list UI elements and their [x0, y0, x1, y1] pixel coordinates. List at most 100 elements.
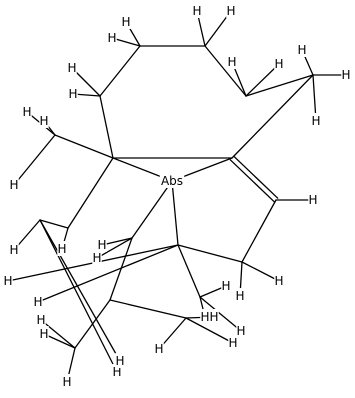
atom-label-background [226, 3, 236, 18]
atom-label-background [3, 273, 13, 288]
hydrogen-atom-label: H [235, 289, 244, 303]
hydrogen-atom-label: H [200, 310, 209, 324]
bond-C10-X1 [171, 180, 179, 246]
atom-label-background [209, 309, 219, 324]
bond-C14-H33 [39, 219, 118, 373]
hydrogen-atom-label: H [68, 87, 77, 101]
bond-C16-H23 [43, 333, 76, 349]
bond-layer [7, 10, 347, 383]
hydrogen-atom-label: H [39, 327, 48, 341]
atom-label-background [159, 173, 185, 188]
hydrogen-atom-label: H [192, 4, 201, 18]
hydrogen-atom-label: H [121, 15, 130, 29]
atom-label-background [92, 250, 102, 265]
hydrogen-atom-label: H [236, 324, 245, 338]
atom-label-background [221, 278, 231, 293]
bond-C11-H21 [101, 237, 133, 246]
hydrogen-atom-label: H [274, 57, 283, 71]
hydrogen-atom-label: H [3, 274, 12, 288]
atom-label-background [274, 273, 284, 288]
abs-atom-label: Abs [161, 174, 183, 188]
atom-label-background [57, 241, 67, 256]
atom-label-background [68, 86, 78, 101]
bond-C11-H20 [96, 237, 133, 259]
bond-C7-C13 [67, 157, 114, 229]
atom-label-background [341, 67, 351, 82]
bond-C7-C1 [99, 95, 114, 159]
bond-C8-C9 [241, 199, 277, 263]
bond-C6-C8 [233, 155, 279, 199]
bond-C3-C4 [204, 45, 247, 97]
hydrogen-atom-label: H [308, 193, 317, 207]
hydrogen-atom-label: H [107, 31, 116, 45]
bond-C1-C2 [99, 45, 141, 97]
atom-label-background [228, 335, 238, 350]
atom-label-background [154, 341, 164, 356]
bond-C15-C17 [109, 299, 187, 319]
atom-label-background [33, 294, 43, 309]
hydrogen-atom-label: H [209, 310, 218, 324]
bond-C12-H14 [13, 134, 56, 186]
hydrogen-atom-label: H [57, 242, 66, 256]
hydrogen-atom-label: H [154, 342, 163, 356]
atom-label-background [67, 60, 77, 75]
bond-C17-H27 [185, 317, 234, 344]
bond-C9-H18 [241, 261, 280, 282]
bond-C10-C18 [177, 244, 201, 298]
atom-label-background [274, 56, 284, 71]
atom-label-background [39, 113, 49, 128]
atom-label-background [192, 3, 202, 18]
hydrogen-atom-label: H [311, 114, 320, 128]
hydrogen-atom-label: H [33, 295, 42, 309]
atom-label-background [9, 177, 19, 192]
bond-C16-H22 [40, 319, 76, 349]
atom-label-background [121, 14, 131, 29]
atom-label-background [115, 353, 125, 368]
bond-C10-H32 [37, 244, 179, 303]
hydrogen-atom-label: H [226, 4, 235, 18]
hydrogen-atom-label: H [36, 313, 45, 327]
hydrogen-atom-label: H [274, 274, 283, 288]
atom-label-background [9, 242, 19, 257]
atom-label-background [22, 104, 32, 119]
atom-label-background [39, 326, 49, 341]
atom-label-background [112, 364, 122, 379]
atom-label-background [308, 192, 318, 207]
atom-label-background [62, 374, 72, 389]
hydrogen-atom-label: H [221, 279, 230, 293]
bond-C4-H4 [245, 63, 280, 97]
hydrogen-atom-label: H [67, 61, 76, 75]
hydrogen-atom-label: H [97, 238, 106, 252]
hydrogen-atom-label: H [9, 243, 18, 257]
atom-label-background [311, 113, 321, 128]
hydrogen-atom-label: H [297, 43, 306, 57]
atom-label-background [36, 312, 46, 327]
hydrogen-atom-label: H [92, 251, 101, 265]
hydrogen-atom-label: H [9, 178, 18, 192]
hydrogen-atom-label: H [227, 55, 236, 69]
bond-C11-C15 [109, 237, 133, 301]
bond-C5-C6 [231, 74, 314, 159]
atom-label-background [235, 288, 245, 303]
atom-label-background [227, 54, 237, 69]
atom-label-background [236, 323, 246, 338]
hydrogen-atom-label: H [22, 105, 31, 119]
bond-C4-C5 [245, 74, 314, 97]
bond-C9-C10 [177, 244, 243, 263]
atom-label-background [97, 237, 107, 252]
hydrogen-atom-label: H [115, 354, 124, 368]
hydrogen-atom-label: H [39, 114, 48, 128]
atom-label-background [297, 42, 307, 57]
bond-X1-C11 [131, 180, 173, 239]
bond-C13-C14 [39, 219, 69, 229]
hydrogen-atom-label: H [62, 375, 71, 389]
atom-label-background [200, 309, 210, 324]
bond-C6-C8 [229, 159, 275, 203]
atom-label-background [107, 30, 117, 45]
hydrogen-atom-label: H [228, 336, 237, 350]
bond-C14-H34 [39, 219, 121, 362]
hydrogen-atom-label: H [341, 68, 350, 82]
